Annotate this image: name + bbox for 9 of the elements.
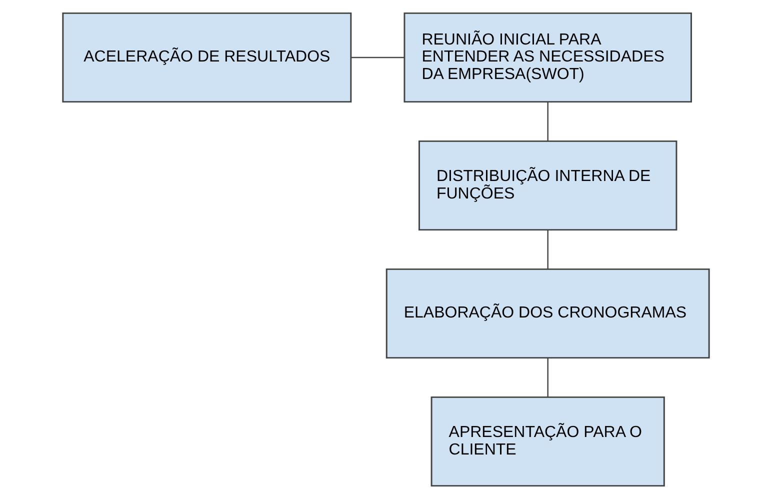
connector xyxy=(547,102,548,142)
node-box: REUNIÃO INICIAL PARA ENTENDER AS NECESSIDADES DA EMPRESA(SWOT) xyxy=(404,12,692,103)
node-box: ELABORAÇÃO DOS CRONOGRAMAS xyxy=(386,268,710,359)
connector xyxy=(547,230,548,270)
node-box: DISTRIBUIÇÃO INTERNA DE FUNÇÕES xyxy=(418,140,678,231)
node-box: APRESENTAÇÃO PARA O CLIENTE xyxy=(430,396,665,487)
connector xyxy=(351,56,404,58)
node-box: ACELERAÇÃO DE RESULTADOS xyxy=(62,12,352,103)
connector xyxy=(547,358,548,398)
